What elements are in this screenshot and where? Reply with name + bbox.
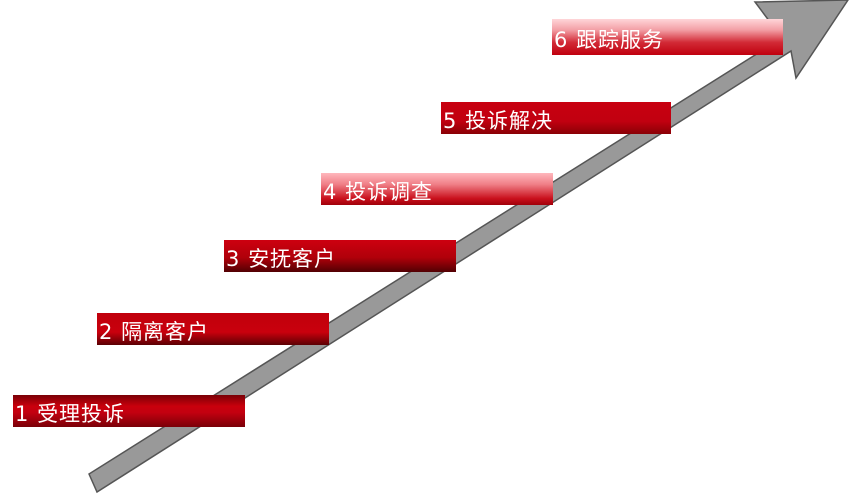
step-2-isolate-customer: 2 隔离客户 <box>97 313 329 345</box>
step-1-text: 1 受理投诉 <box>15 402 126 426</box>
step-4-text: 4 投诉调查 <box>323 180 434 204</box>
step-5-resolve-complaint: 5 投诉解决 <box>441 102 671 134</box>
step-3-calm-customer: 3 安抚客户 <box>224 240 456 272</box>
step-2-text: 2 隔离客户 <box>99 320 210 344</box>
step-6-text: 6 跟踪服务 <box>554 28 665 52</box>
step-6-follow-up-service: 6 跟踪服务 <box>552 19 783 55</box>
step-1-accept-complaint: 1 受理投诉 <box>13 395 245 427</box>
step-3-text: 3 安抚客户 <box>226 247 337 271</box>
step-4-investigate-complaint: 4 投诉调查 <box>321 173 553 205</box>
step-5-text: 5 投诉解决 <box>443 109 554 133</box>
